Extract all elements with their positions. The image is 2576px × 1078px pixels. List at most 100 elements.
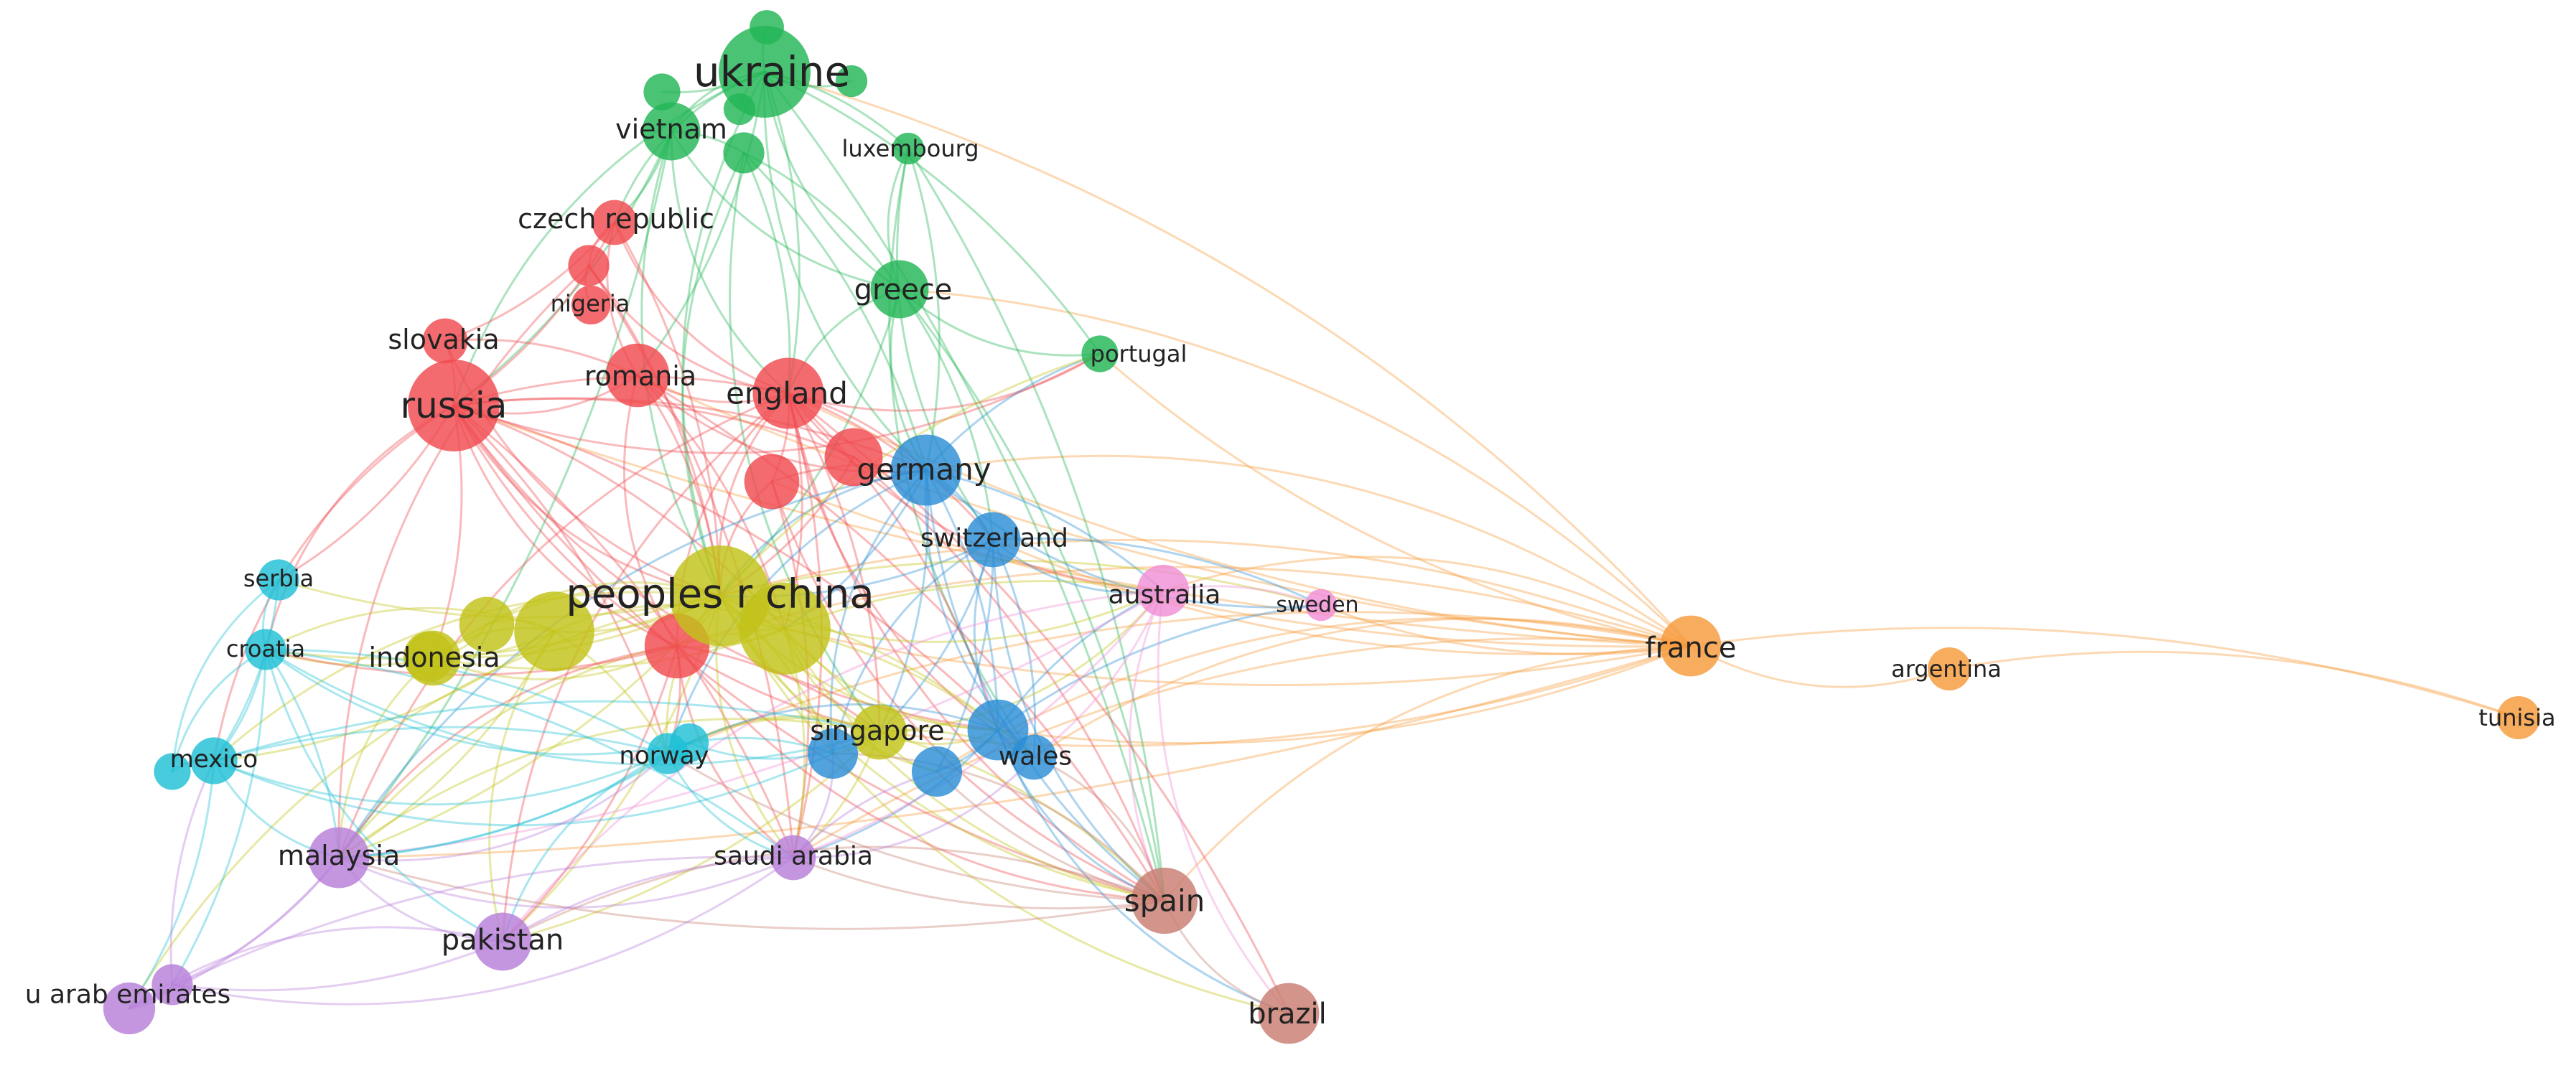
label-nigeria: nigeria: [551, 290, 630, 317]
label-vietnam: vietnam: [615, 113, 727, 145]
link-greece-spain: [898, 288, 1166, 902]
links-layer: [128, 26, 2520, 1015]
link-malaysia-saudi: [337, 856, 795, 909]
link-romania-r4: [622, 374, 678, 647]
node-switzerland[interactable]: [965, 512, 1021, 568]
node-b1[interactable]: [967, 699, 1029, 761]
node-slovakia[interactable]: [422, 318, 468, 364]
link-china-uae: [128, 594, 722, 1010]
link-singapore-australia: [878, 589, 1165, 733]
link-france-b1: [997, 645, 1692, 745]
link-vietnam-england: [670, 130, 790, 395]
node-england[interactable]: [752, 357, 824, 429]
link-france-sweden: [1320, 604, 1692, 655]
link-spain-norway: [666, 752, 1166, 902]
node-c2[interactable]: [669, 723, 709, 763]
node-mexico[interactable]: [190, 737, 238, 784]
link-p1-saudi: [171, 856, 795, 1006]
node-r1[interactable]: [571, 285, 611, 325]
link-switzerland-singapore: [878, 538, 994, 733]
node-uae[interactable]: [103, 982, 156, 1035]
node-czech[interactable]: [592, 200, 638, 245]
link-france-russia: [452, 404, 1692, 647]
link-g5-greece: [742, 151, 901, 291]
link-croatia-norway: [264, 648, 669, 755]
link-serbia-c1: [171, 578, 280, 773]
node-y2[interactable]: [514, 591, 594, 672]
link-argentina-tunisia: [1948, 650, 2520, 719]
link-switzerland-b3: [935, 538, 994, 773]
link-ukraine-russia: [452, 70, 766, 407]
link-australia-pakistan: [501, 589, 1165, 943]
node-b3[interactable]: [911, 746, 963, 797]
link-r4-malaysia: [337, 645, 678, 859]
node-vietnam[interactable]: [642, 102, 701, 161]
node-australia[interactable]: [1137, 564, 1190, 617]
label-wales: wales: [999, 742, 1072, 772]
label-england: england: [726, 376, 848, 411]
node-romania[interactable]: [605, 343, 670, 408]
label-czech: czech republic: [518, 203, 714, 235]
node-g1[interactable]: [750, 10, 784, 44]
node-r3[interactable]: [744, 454, 800, 510]
node-sweden[interactable]: [1305, 589, 1338, 622]
link-y1-indonesia: [431, 627, 786, 670]
link-russia-croatia: [264, 404, 455, 651]
link-r4-spain: [676, 645, 1166, 902]
link-r4-croatia: [264, 645, 678, 676]
node-c1[interactable]: [154, 753, 191, 790]
label-australia: australia: [1109, 581, 1221, 610]
node-b2[interactable]: [807, 728, 859, 779]
link-luxembourg-germany: [907, 147, 941, 472]
node-nigeria[interactable]: [568, 245, 610, 286]
label-switzerland: switzerland: [920, 524, 1068, 553]
node-portugal[interactable]: [1081, 335, 1119, 372]
node-russia[interactable]: [408, 360, 500, 451]
link-australia-spain: [1128, 589, 1166, 902]
node-brazil[interactable]: [1258, 983, 1320, 1044]
link-uae-saudi: [128, 856, 795, 1010]
label-france: france: [1646, 632, 1737, 665]
node-g2[interactable]: [835, 65, 868, 98]
node-indonesia[interactable]: [405, 630, 461, 686]
link-y2-mexico: [213, 630, 556, 762]
node-y1[interactable]: [739, 583, 831, 675]
link-france-r3: [770, 480, 1692, 648]
node-r2[interactable]: [824, 428, 883, 487]
node-g4[interactable]: [723, 93, 756, 126]
node-france[interactable]: [1660, 615, 1722, 677]
node-malaysia[interactable]: [308, 827, 370, 889]
node-greece[interactable]: [870, 260, 929, 319]
node-germany[interactable]: [890, 434, 962, 506]
node-g5[interactable]: [723, 132, 765, 174]
label-norway: norway: [619, 741, 709, 770]
link-norway-pakistan: [501, 752, 669, 943]
node-tunisia[interactable]: [2497, 696, 2540, 739]
link-switzerland-b2: [831, 538, 994, 755]
link-russia-norway: [452, 404, 669, 755]
link-y2-croatia: [264, 606, 556, 651]
node-argentina[interactable]: [1928, 647, 1971, 690]
node-p1[interactable]: [151, 964, 193, 1006]
node-y3[interactable]: [459, 596, 515, 652]
node-luxembourg[interactable]: [892, 132, 925, 165]
link-r4-saudi: [676, 645, 795, 859]
link-australia-brazil: [1157, 589, 1290, 1015]
node-wales[interactable]: [1011, 734, 1057, 780]
link-r2-spain: [852, 456, 1166, 902]
node-singapore[interactable]: [851, 704, 907, 760]
node-spain[interactable]: [1131, 867, 1198, 934]
node-g3[interactable]: [643, 73, 681, 111]
link-czech-china: [613, 221, 722, 597]
link-indonesia-malaysia: [337, 657, 434, 859]
label-slovakia: slovakia: [388, 324, 499, 355]
link-germany-sweden: [925, 469, 1322, 609]
node-croatia[interactable]: [245, 629, 286, 670]
node-serbia[interactable]: [258, 559, 299, 601]
link-pakistan-saudi: [501, 856, 795, 943]
link-ukraine-spain: [763, 70, 1166, 902]
node-saudi[interactable]: [770, 835, 816, 881]
node-pakistan[interactable]: [473, 912, 532, 971]
link-y2-pakistan: [488, 630, 556, 943]
link-nigeria-malaysia: [337, 264, 590, 859]
